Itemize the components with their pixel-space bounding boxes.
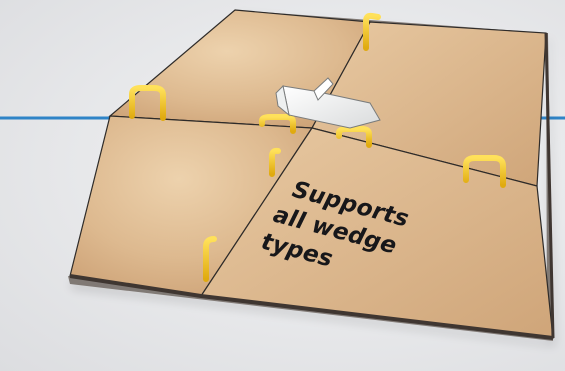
tile-front-edge	[69, 274, 554, 340]
leveling-wedge	[275, 77, 381, 129]
tile-right-edge	[544, 32, 555, 339]
leveling-clips	[129, 12, 506, 282]
